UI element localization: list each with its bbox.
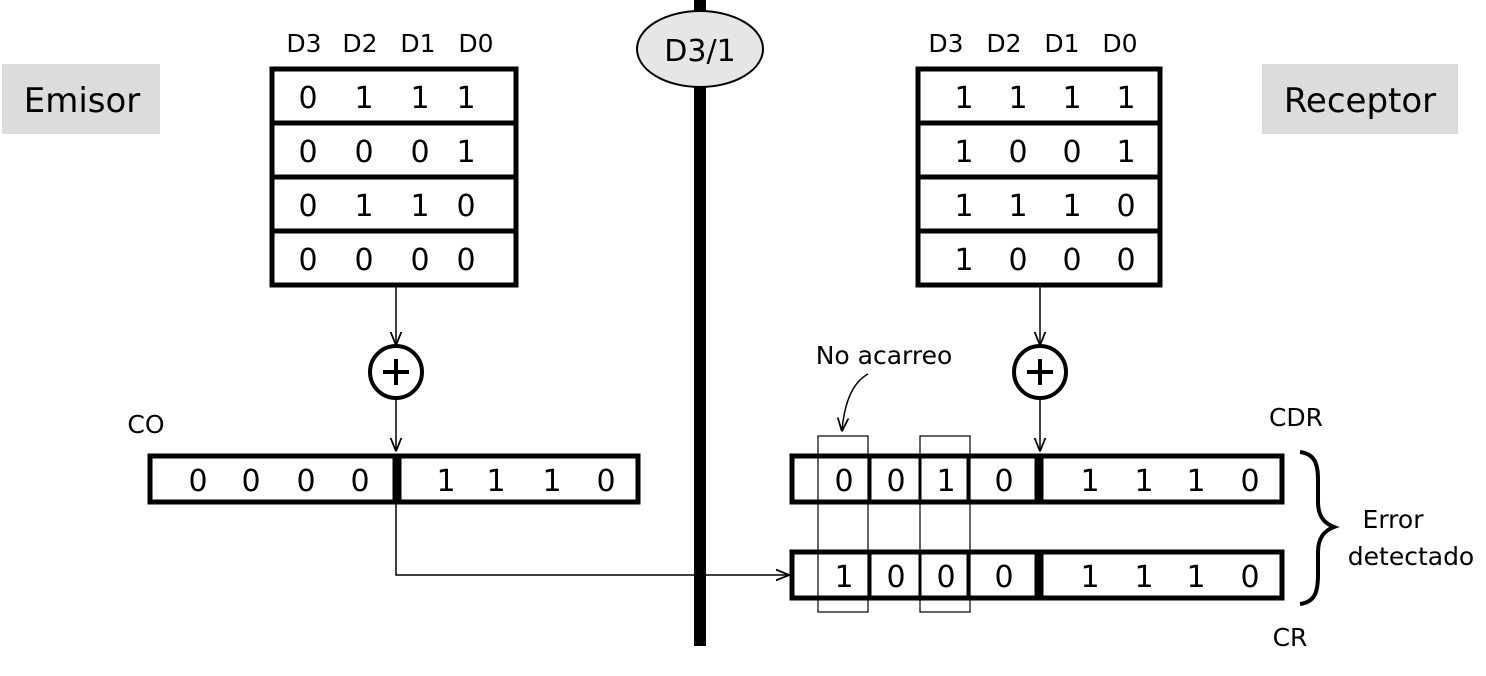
bit: 1 [1008, 189, 1027, 224]
emitter-col-headers: D3 D2 D1 D0 [286, 29, 493, 58]
error-brace [1299, 450, 1340, 606]
emitter-row: 0 0 0 1 [298, 135, 475, 170]
bit: 0 [456, 243, 475, 278]
bit: 0 [936, 560, 955, 595]
bit: 1 [1186, 560, 1205, 595]
bit: 0 [994, 464, 1013, 499]
emitter-row: 0 1 1 0 [298, 189, 475, 224]
bit: 0 [886, 560, 905, 595]
receiver-col-header: D3 [928, 29, 963, 58]
bit: 1 [1008, 81, 1027, 116]
bit: 0 [354, 243, 373, 278]
bit: 0 [1116, 243, 1135, 278]
bit: 0 [298, 189, 317, 224]
emitter-data-block: 0 1 1 1 0 0 0 1 0 1 1 0 0 0 0 0 [269, 66, 519, 288]
cdr-register: 0 0 1 0 1 1 1 0 [789, 453, 1285, 505]
emitter-adder-icon [368, 344, 424, 400]
transmission-arrow [395, 502, 788, 575]
bit: 0 [1008, 135, 1027, 170]
bit: 1 [954, 81, 973, 116]
error-label-line2: detectado [1348, 542, 1474, 571]
bit: 1 [542, 464, 561, 499]
bit: 1 [954, 189, 973, 224]
co-register: 0 0 0 0 1 1 1 0 [147, 453, 641, 505]
receiver-label-box: Receptor [1262, 64, 1458, 134]
emitter-col-header: D0 [458, 29, 493, 58]
bit: 1 [1134, 560, 1153, 595]
receiver-label: Receptor [1284, 81, 1436, 121]
bit: 0 [410, 243, 429, 278]
bit: 1 [1134, 464, 1153, 499]
bit: 0 [596, 464, 615, 499]
channel-label: D3/1 [664, 34, 735, 69]
emitter-col-header: D1 [400, 29, 435, 58]
bit: 0 [298, 243, 317, 278]
bit: 0 [1062, 135, 1081, 170]
bit: 0 [1008, 243, 1027, 278]
emitter-row: 0 0 0 0 [298, 243, 475, 278]
emitter-col-header: D2 [342, 29, 377, 58]
bit: 1 [436, 464, 455, 499]
bit: 0 [350, 464, 369, 499]
bit: 0 [994, 560, 1013, 595]
bit: 1 [410, 189, 429, 224]
bit: 0 [1240, 560, 1259, 595]
bit: 0 [886, 464, 905, 499]
bit: 1 [954, 135, 973, 170]
receiver-col-headers: D3 D2 D1 D0 [928, 29, 1137, 58]
compare-column-box [919, 435, 971, 613]
bit: 0 [410, 135, 429, 170]
receiver-row: 1 0 0 1 [954, 135, 1135, 170]
bit: 1 [1186, 464, 1205, 499]
bit: 1 [1062, 189, 1081, 224]
receiver-row: 1 1 1 1 [954, 81, 1135, 116]
bit: 1 [456, 81, 475, 116]
emitter-row: 0 1 1 1 [298, 81, 475, 116]
receiver-col-header: D1 [1044, 29, 1079, 58]
bit: 1 [1116, 81, 1135, 116]
receiver-data-block: 1 1 1 1 1 0 0 1 1 1 1 0 1 0 0 0 [915, 66, 1163, 288]
bit: 1 [354, 81, 373, 116]
bit: 0 [834, 464, 853, 499]
no-carry-arrow [842, 373, 869, 430]
error-label-line1: Error [1363, 505, 1425, 534]
bit: 1 [410, 81, 429, 116]
bit: 1 [1080, 560, 1099, 595]
bit: 0 [1116, 189, 1135, 224]
bit: 0 [354, 135, 373, 170]
bit: 1 [456, 135, 475, 170]
bit: 1 [1062, 81, 1081, 116]
receiver-col-header: D2 [986, 29, 1021, 58]
cr-label: CR [1273, 623, 1308, 652]
receiver-row: 1 1 1 0 [954, 189, 1135, 224]
bit: 0 [1240, 464, 1259, 499]
bit: 1 [354, 189, 373, 224]
emitter-col-header: D3 [286, 29, 321, 58]
channel-node: D3/1 [636, 10, 764, 88]
bit: 0 [296, 464, 315, 499]
emitter-label: Emisor [24, 81, 141, 121]
no-carry-label: No acarreo [816, 341, 953, 370]
bit: 0 [188, 464, 207, 499]
cr-register: 1 0 0 0 1 1 1 0 [789, 549, 1285, 601]
emitter-label-box: Emisor [2, 64, 160, 134]
bit: 1 [1080, 464, 1099, 499]
bit: 1 [486, 464, 505, 499]
bit: 0 [298, 135, 317, 170]
compare-column-box [817, 435, 869, 613]
bit: 0 [1062, 243, 1081, 278]
receiver-adder-icon [1012, 344, 1068, 400]
bit: 1 [936, 464, 955, 499]
cdr-label: CDR [1269, 403, 1323, 432]
bit: 1 [954, 243, 973, 278]
bit: 0 [241, 464, 260, 499]
bit: 0 [456, 189, 475, 224]
co-label: CO [127, 410, 164, 439]
receiver-row: 1 0 0 0 [954, 243, 1135, 278]
bit: 1 [834, 560, 853, 595]
receiver-col-header: D0 [1102, 29, 1137, 58]
bit: 1 [1116, 135, 1135, 170]
bit: 0 [298, 81, 317, 116]
